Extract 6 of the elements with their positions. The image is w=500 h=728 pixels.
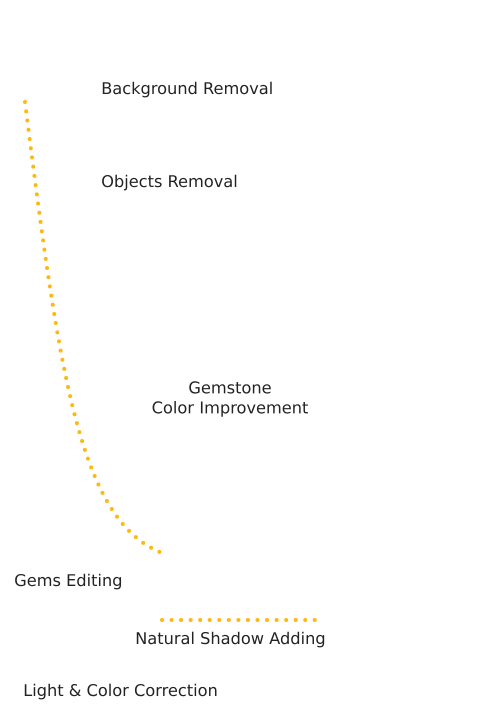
service-label: Background Removal — [102, 82, 272, 98]
service-label: Natural Shadow Adding — [136, 632, 324, 648]
service-label: Gems Editing — [15, 574, 122, 590]
service-label: Objects Removal — [102, 174, 236, 190]
service-label: Gemstone Color Improvement — [152, 381, 308, 417]
service-label: Light & Color Correction — [24, 684, 216, 700]
